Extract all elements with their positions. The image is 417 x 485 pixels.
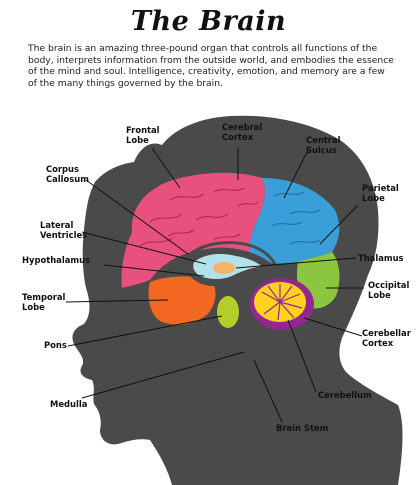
label-thalamus: Thalamus bbox=[358, 253, 404, 263]
cerebellum-folds bbox=[261, 284, 303, 321]
parietal-gyri-lines bbox=[271, 191, 321, 245]
leader-central-sulcus bbox=[283, 149, 309, 199]
leader-parietal-lobe bbox=[319, 204, 359, 245]
leader-pons bbox=[67, 315, 223, 347]
label-cerebellum: Cerebellum bbox=[318, 390, 372, 400]
leader-thalamus bbox=[235, 257, 357, 269]
corpus-callosum-arc bbox=[180, 241, 278, 267]
label-pons: Pons bbox=[44, 340, 67, 350]
leader-brain-stem bbox=[253, 359, 283, 423]
pons-region bbox=[217, 296, 239, 328]
label-brain-stem: Brain Stem bbox=[276, 423, 329, 433]
label-hypothalamus: Hypothalamus bbox=[22, 255, 90, 265]
intro-paragraph: The brain is an amazing three-pound orga… bbox=[28, 43, 394, 89]
leader-frontal-lobe bbox=[151, 147, 181, 189]
leader-hypothalamus bbox=[103, 264, 205, 277]
leader-medulla bbox=[81, 351, 245, 399]
leader-cerebellar-cortex bbox=[303, 317, 363, 337]
leader-corpus-callosum bbox=[85, 179, 189, 255]
leader-temporal-lobe bbox=[65, 299, 169, 303]
temporal-lobe-region bbox=[148, 276, 216, 325]
leader-lateral-ventricles bbox=[81, 231, 207, 265]
label-medulla: Medulla bbox=[50, 399, 87, 409]
page-title: The Brain bbox=[130, 6, 287, 37]
leader-cerebellum bbox=[287, 319, 317, 393]
brain-stem-region bbox=[230, 280, 258, 362]
gyri-lines bbox=[139, 187, 259, 247]
parietal-lobe-region bbox=[249, 178, 340, 264]
thalamus-region bbox=[213, 262, 235, 274]
